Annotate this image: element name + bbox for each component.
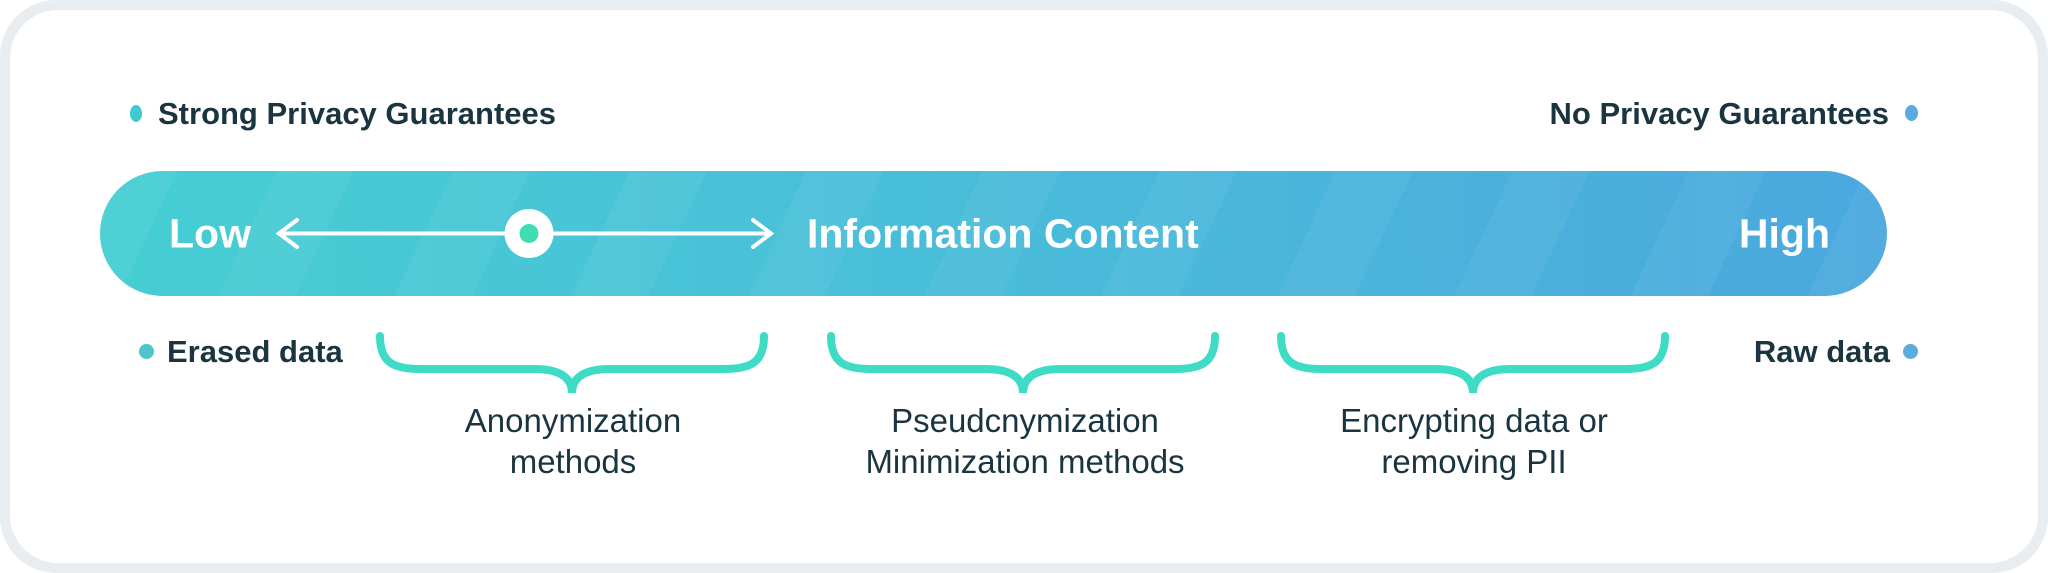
low-label: Low [169,210,251,256]
caption-line: Minimization methods [865,443,1185,480]
teal-dot-icon [130,104,142,122]
blue-dot-icon [1905,105,1918,121]
strong-privacy-label: Strong Privacy Guarantees [130,92,556,134]
caption-line: Encrypting data or [1340,402,1608,439]
erased-data-text: Erased data [167,333,343,369]
caption-line: methods [509,443,637,480]
information-content-label: Information Content [807,210,1199,256]
caption-line: Anonymization [464,402,682,439]
double-arrow-icon [275,203,775,264]
brace-icon [1277,331,1669,399]
erased-data-label: Erased data [139,330,343,372]
slider-marker-icon [504,209,554,258]
pseudonymization-caption: Pseudcnymization Minimization methods [725,400,1325,482]
caption-line: removing PII [1381,443,1567,480]
brace-icon [827,331,1219,399]
no-privacy-text: No Privacy Guarantees [1549,95,1889,131]
caption-line: Pseudcnymization [891,402,1159,439]
raw-data-label: Raw data [1754,330,1918,372]
teal-dot-icon [139,343,154,359]
raw-data-text: Raw data [1753,333,1890,369]
anonymization-caption: Anonymization methods [273,400,873,482]
high-label: High [1738,210,1830,256]
strong-privacy-text: Strong Privacy Guarantees [158,95,556,131]
information-content-bar: Low Information Content High [100,171,1887,296]
no-privacy-label: No Privacy Guarantees [1550,92,1918,134]
encryption-caption: Encrypting data or removing PII [1174,400,1774,482]
brace-icon [376,331,768,399]
blue-dot-icon [1903,343,1918,359]
